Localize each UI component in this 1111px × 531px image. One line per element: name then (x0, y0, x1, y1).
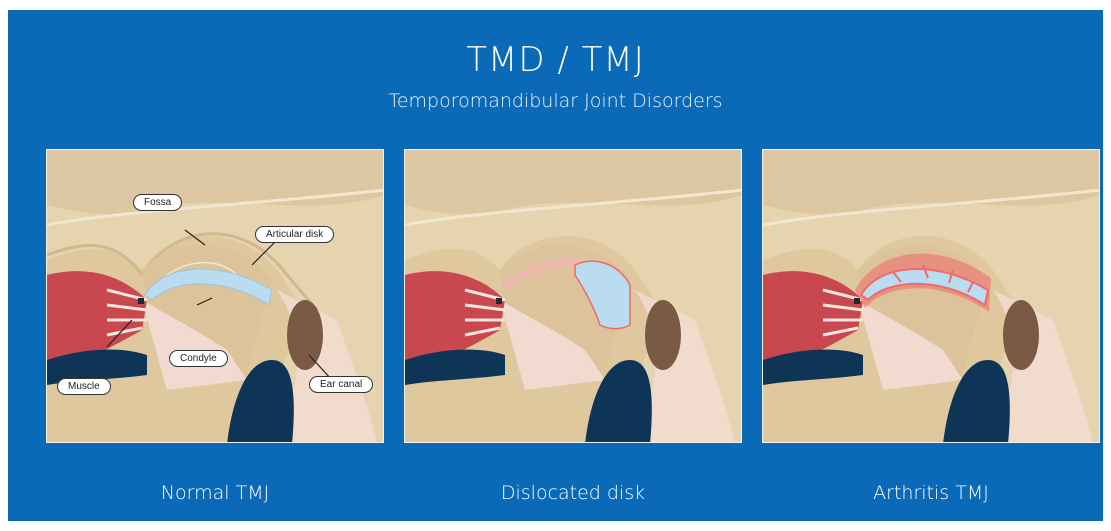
normal-tmj-illustration (47, 150, 384, 443)
panel-arthritis-tmj (762, 149, 1100, 443)
dislocated-disk-illustration (405, 150, 742, 443)
panel-dislocated-disk (404, 149, 742, 443)
slide-subtitle: Temporomandibular Joint Disorders (8, 90, 1103, 112)
label-condyle: Condyle (169, 350, 228, 367)
label-fossa: Fossa (133, 194, 182, 211)
slide-title: TMD / TMJ (8, 40, 1103, 80)
panel-normal-tmj: Fossa Articular disk Condyle Muscle Ear … (46, 149, 384, 443)
slide: TMD / TMJ Temporomandibular Joint Disord… (8, 10, 1103, 521)
label-ear-canal: Ear canal (309, 376, 373, 393)
caption-arthritis-tmj: Arthritis TMJ (762, 482, 1100, 504)
caption-dislocated-disk: Dislocated disk (404, 482, 742, 504)
label-articular-disk: Articular disk (255, 226, 334, 243)
arthritis-tmj-illustration (763, 150, 1100, 443)
caption-normal-tmj: Normal TMJ (46, 482, 384, 504)
label-muscle: Muscle (57, 378, 111, 395)
